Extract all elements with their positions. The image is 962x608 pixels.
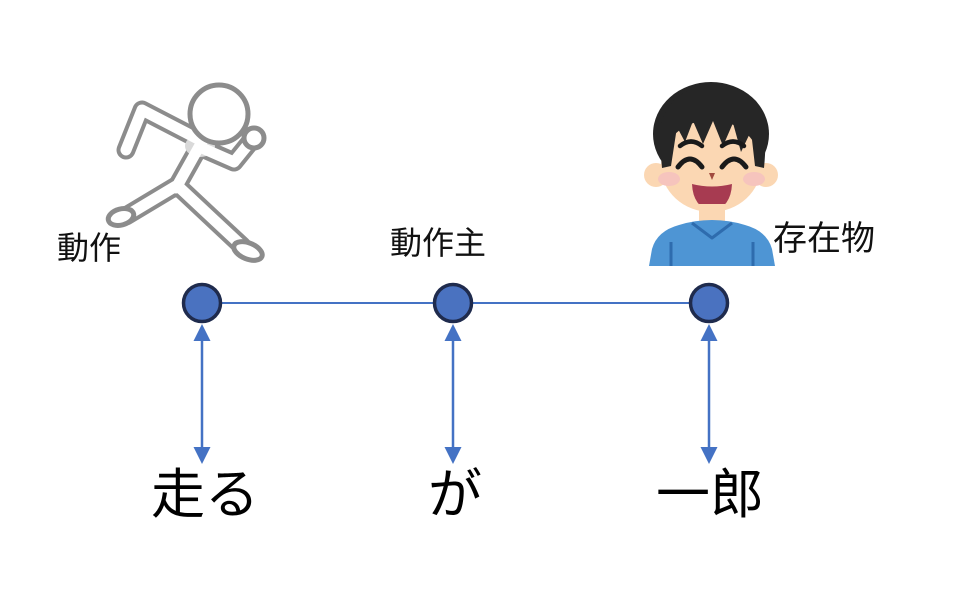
double-arrow-action xyxy=(193,324,211,464)
node-entity xyxy=(688,282,730,324)
word-verb: 走る xyxy=(151,465,259,525)
running-person-icon xyxy=(105,82,267,263)
role-label-action: 動作 xyxy=(57,230,122,266)
role-label-agent: 動作主 xyxy=(390,225,487,261)
role-label-entity: 存在物 xyxy=(773,220,875,258)
node-action xyxy=(181,282,223,324)
double-arrow-agent xyxy=(444,324,462,464)
node-agent xyxy=(432,282,474,324)
smiling-boy-icon xyxy=(644,82,778,266)
double-arrow-entity xyxy=(700,324,718,464)
word-particle: が xyxy=(428,465,482,525)
word-noun: 一郎 xyxy=(656,465,764,525)
